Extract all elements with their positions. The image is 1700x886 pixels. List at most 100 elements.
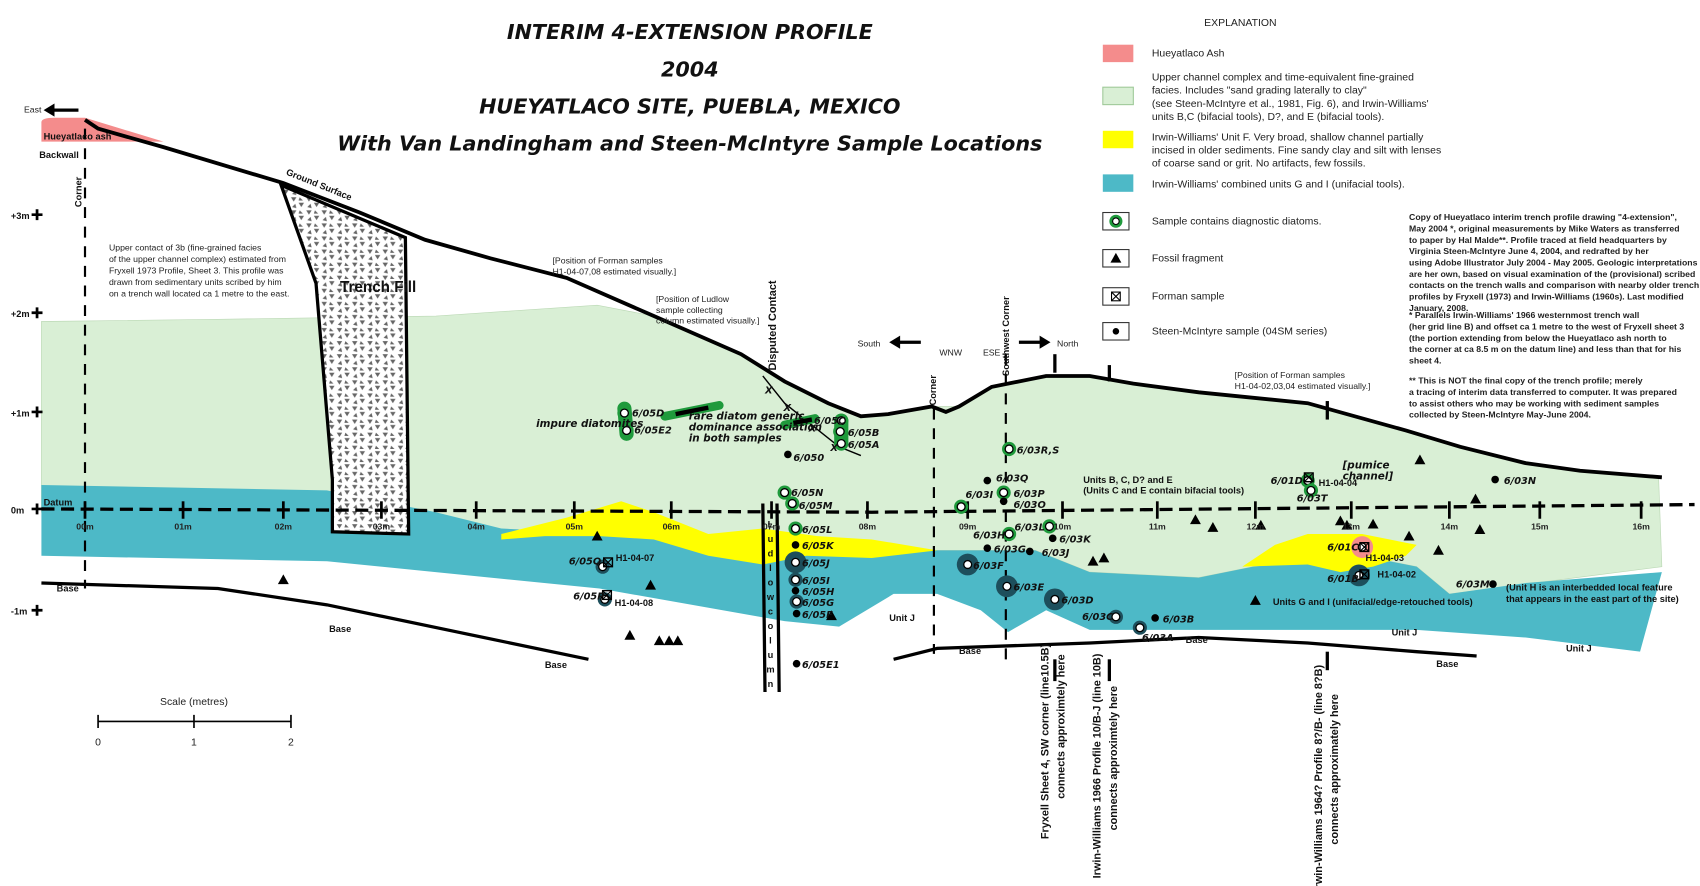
connection-note: Fryxell Sheet 4, SW corner (line10.5B)	[1039, 644, 1051, 840]
scale-title: Scale (metres)	[160, 697, 228, 708]
sample-label: 6/01B	[1327, 574, 1359, 585]
fossil-fragment-icon	[653, 635, 665, 646]
sample-label: 6/05M	[799, 501, 833, 512]
base-label: Base	[959, 646, 981, 656]
sample-dot-icon	[1151, 614, 1159, 622]
base-line-east	[893, 635, 1477, 661]
explanation-heading: EXPLANATION	[1204, 18, 1276, 29]
note-paragraph-1: are her own, based on visual examination…	[1409, 269, 1695, 279]
scale-tick-label: 2	[288, 737, 294, 748]
datum-tick-label: 10m	[1054, 522, 1072, 532]
sample-dot-icon	[1112, 328, 1120, 335]
sample-ring-icon	[999, 488, 1009, 498]
ludlow-column-letter: o	[768, 621, 774, 631]
upper-contact-note: drawn from sedimentary units scribed by …	[109, 277, 282, 287]
sample-label: 6/03B	[1163, 614, 1195, 625]
forman-x-icon	[1111, 291, 1121, 302]
note-paragraph-2: (the portion extending from below the Hu…	[1409, 333, 1667, 343]
fossil-fragment-icon	[663, 635, 675, 646]
trench-fill	[278, 182, 411, 536]
sample-label: 6/05Q	[569, 557, 601, 568]
elevation-cross-icon	[31, 406, 43, 418]
unit-h-note: that appears in the east part of the sit…	[1506, 594, 1679, 604]
title-line2: 2004	[661, 57, 719, 81]
corner-label: Corner	[74, 176, 84, 207]
sample-label: 6/03F	[973, 561, 1004, 572]
sample-ring-icon	[1004, 444, 1014, 454]
datum-tick-label: 16m	[1632, 522, 1650, 532]
fossil-fragment-icon	[1110, 252, 1122, 263]
scale-tick-label: 0	[95, 737, 101, 748]
datum-tick-label: 01m	[174, 522, 192, 532]
disputed-contact-line	[762, 375, 862, 457]
sample-label: 6/05A	[848, 440, 880, 451]
ludlow-column-letter: L	[768, 519, 774, 529]
southwest-corner-label: Southwest Corner	[1001, 296, 1011, 376]
ludlow-column	[761, 503, 781, 693]
legend-forman: Forman sample	[1152, 292, 1225, 303]
note-paragraph-3: to assist others who may be working with…	[1409, 398, 1659, 408]
fossil-fragment-icon	[645, 579, 657, 590]
ludlow-column-letter: d	[768, 548, 774, 558]
forman-x-icon	[603, 557, 613, 568]
impure-diatomites-label: impure diatomites	[536, 418, 643, 430]
forman-x-icon	[1359, 569, 1370, 580]
ludlow-position-note: column estimated visually.]	[656, 316, 759, 326]
fossil-fragment-icon	[1098, 552, 1110, 563]
datum-tick-label: 11m	[1149, 522, 1166, 532]
sample-ring-icon	[790, 575, 801, 585]
base-label: Base	[329, 624, 351, 634]
sample-label: 6/05G	[802, 598, 834, 609]
unit-j-label: Unit J	[889, 613, 915, 623]
upper-contact-note: Fryxell 1973 Profile, Sheet 3. This prof…	[109, 266, 284, 276]
sample-label: 6/05D	[632, 408, 664, 419]
fossil-fragment-icon	[1474, 524, 1486, 534]
forman-position-note: [Position of Forman samples	[1235, 370, 1346, 380]
legend-upper: Upper channel complex and time-equivalen…	[1152, 73, 1414, 84]
forman-sample-icon	[1359, 569, 1370, 580]
legend-swatch	[1102, 174, 1134, 192]
backwall-label: Backwall	[39, 150, 79, 160]
sample-label: 6/03J	[1042, 548, 1070, 559]
sample-dot-icon	[792, 609, 801, 618]
sample-ring-icon	[1135, 623, 1145, 633]
datum-tick-label: 03m	[373, 522, 391, 532]
sample-ring-icon	[619, 408, 630, 418]
rare-diatom-label: in both samples	[689, 432, 782, 444]
sample-ring-icon	[1004, 529, 1014, 539]
sample-label: 6/03Q	[996, 474, 1028, 485]
unit-f-lens-east	[1242, 533, 1417, 573]
hueyatlaco-ash-label: Hueyatlaco ash	[44, 132, 112, 142]
sample-label: 6/05J	[802, 559, 830, 570]
sample-dot-icon	[792, 659, 801, 668]
forman-label: H1-04-02	[1377, 570, 1416, 580]
sample-label: 6/01D	[1271, 476, 1303, 487]
sample-dot-icon	[791, 541, 800, 549]
datum-tick-label: 07m	[763, 522, 781, 532]
ground-surface-line	[83, 118, 1663, 480]
forman-label: H1-04-03	[1365, 553, 1404, 563]
fossil-fragment-icon	[1255, 519, 1267, 530]
note-paragraph-1: contacts on the trench walls and compari…	[1409, 280, 1699, 290]
sample-label: 6/050	[793, 453, 824, 464]
note-paragraph-3: ** This is NOT the final copy of the tre…	[1409, 376, 1643, 386]
connection-note: connects approximtely here	[1056, 654, 1068, 798]
unit-j-label: Unit J	[1566, 644, 1592, 654]
pumice-channel-label: [pumice	[1342, 460, 1390, 472]
base-label: Base	[545, 660, 567, 670]
forman-position-note: [Position of Forman samples	[553, 256, 664, 266]
ludlow-position-note: sample collecting	[656, 305, 723, 315]
diatom-association-bar-core	[675, 405, 813, 425]
sample-label: 6/05F	[802, 610, 833, 621]
ludlow-column-letter: n	[768, 679, 774, 689]
legend-steen: Steen-McIntyre sample (04SM series)	[1152, 327, 1327, 338]
sample-ring-icon	[1306, 485, 1316, 495]
elevation-label: +3m	[11, 211, 30, 221]
datum-tick-label: 04m	[468, 522, 486, 532]
fossil-fragment-icon	[672, 635, 684, 646]
arrowhead-icon	[889, 335, 901, 349]
legend-upper: (see Steen-McIntyre et al., 1981, Fig. 6…	[1152, 99, 1429, 110]
forman-position-note: H1-04-07,08 estimated visually.]	[553, 267, 677, 277]
